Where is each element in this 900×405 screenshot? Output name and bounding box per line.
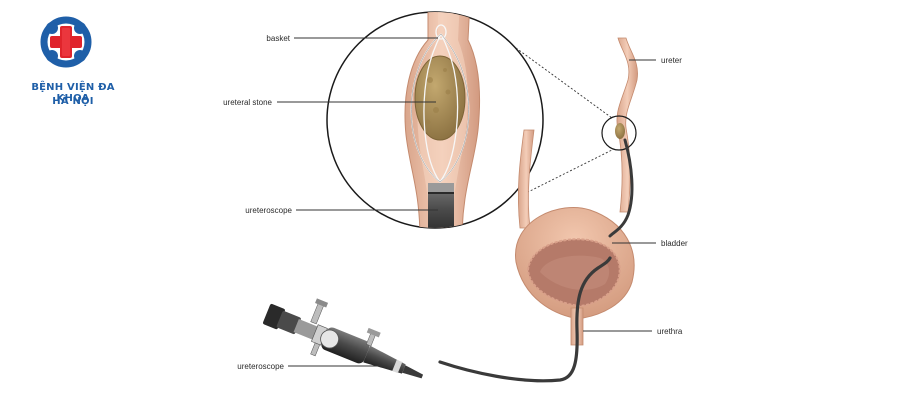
hospital-name-line2: HÀ NỘI	[52, 96, 94, 107]
label-ureteroscope-inset: ureteroscope	[245, 206, 292, 215]
ureteroscope-cable	[438, 256, 612, 383]
label-ureter: ureter	[661, 56, 682, 65]
bladder-organ	[515, 206, 635, 319]
label-ureteroscope-device: ureteroscope	[237, 362, 284, 371]
inset-ureteroscope	[428, 183, 454, 228]
ureter-cable-segment	[608, 138, 634, 238]
label-urethra: urethra	[657, 327, 683, 336]
label-ureteral-stone: ureteral stone	[223, 98, 272, 107]
magnified-inset	[326, 11, 544, 229]
zoom-guide-lines	[515, 47, 613, 197]
hospital-name-line1: BỆNH VIỆN ĐA KHOA	[31, 82, 115, 104]
small-magnify-circle	[601, 115, 637, 151]
label-bladder: bladder	[661, 239, 688, 248]
hospital-logo	[40, 16, 92, 68]
annotation-leaders	[277, 37, 656, 367]
ureteroscope-device	[263, 298, 424, 379]
label-basket: basket	[266, 34, 290, 43]
